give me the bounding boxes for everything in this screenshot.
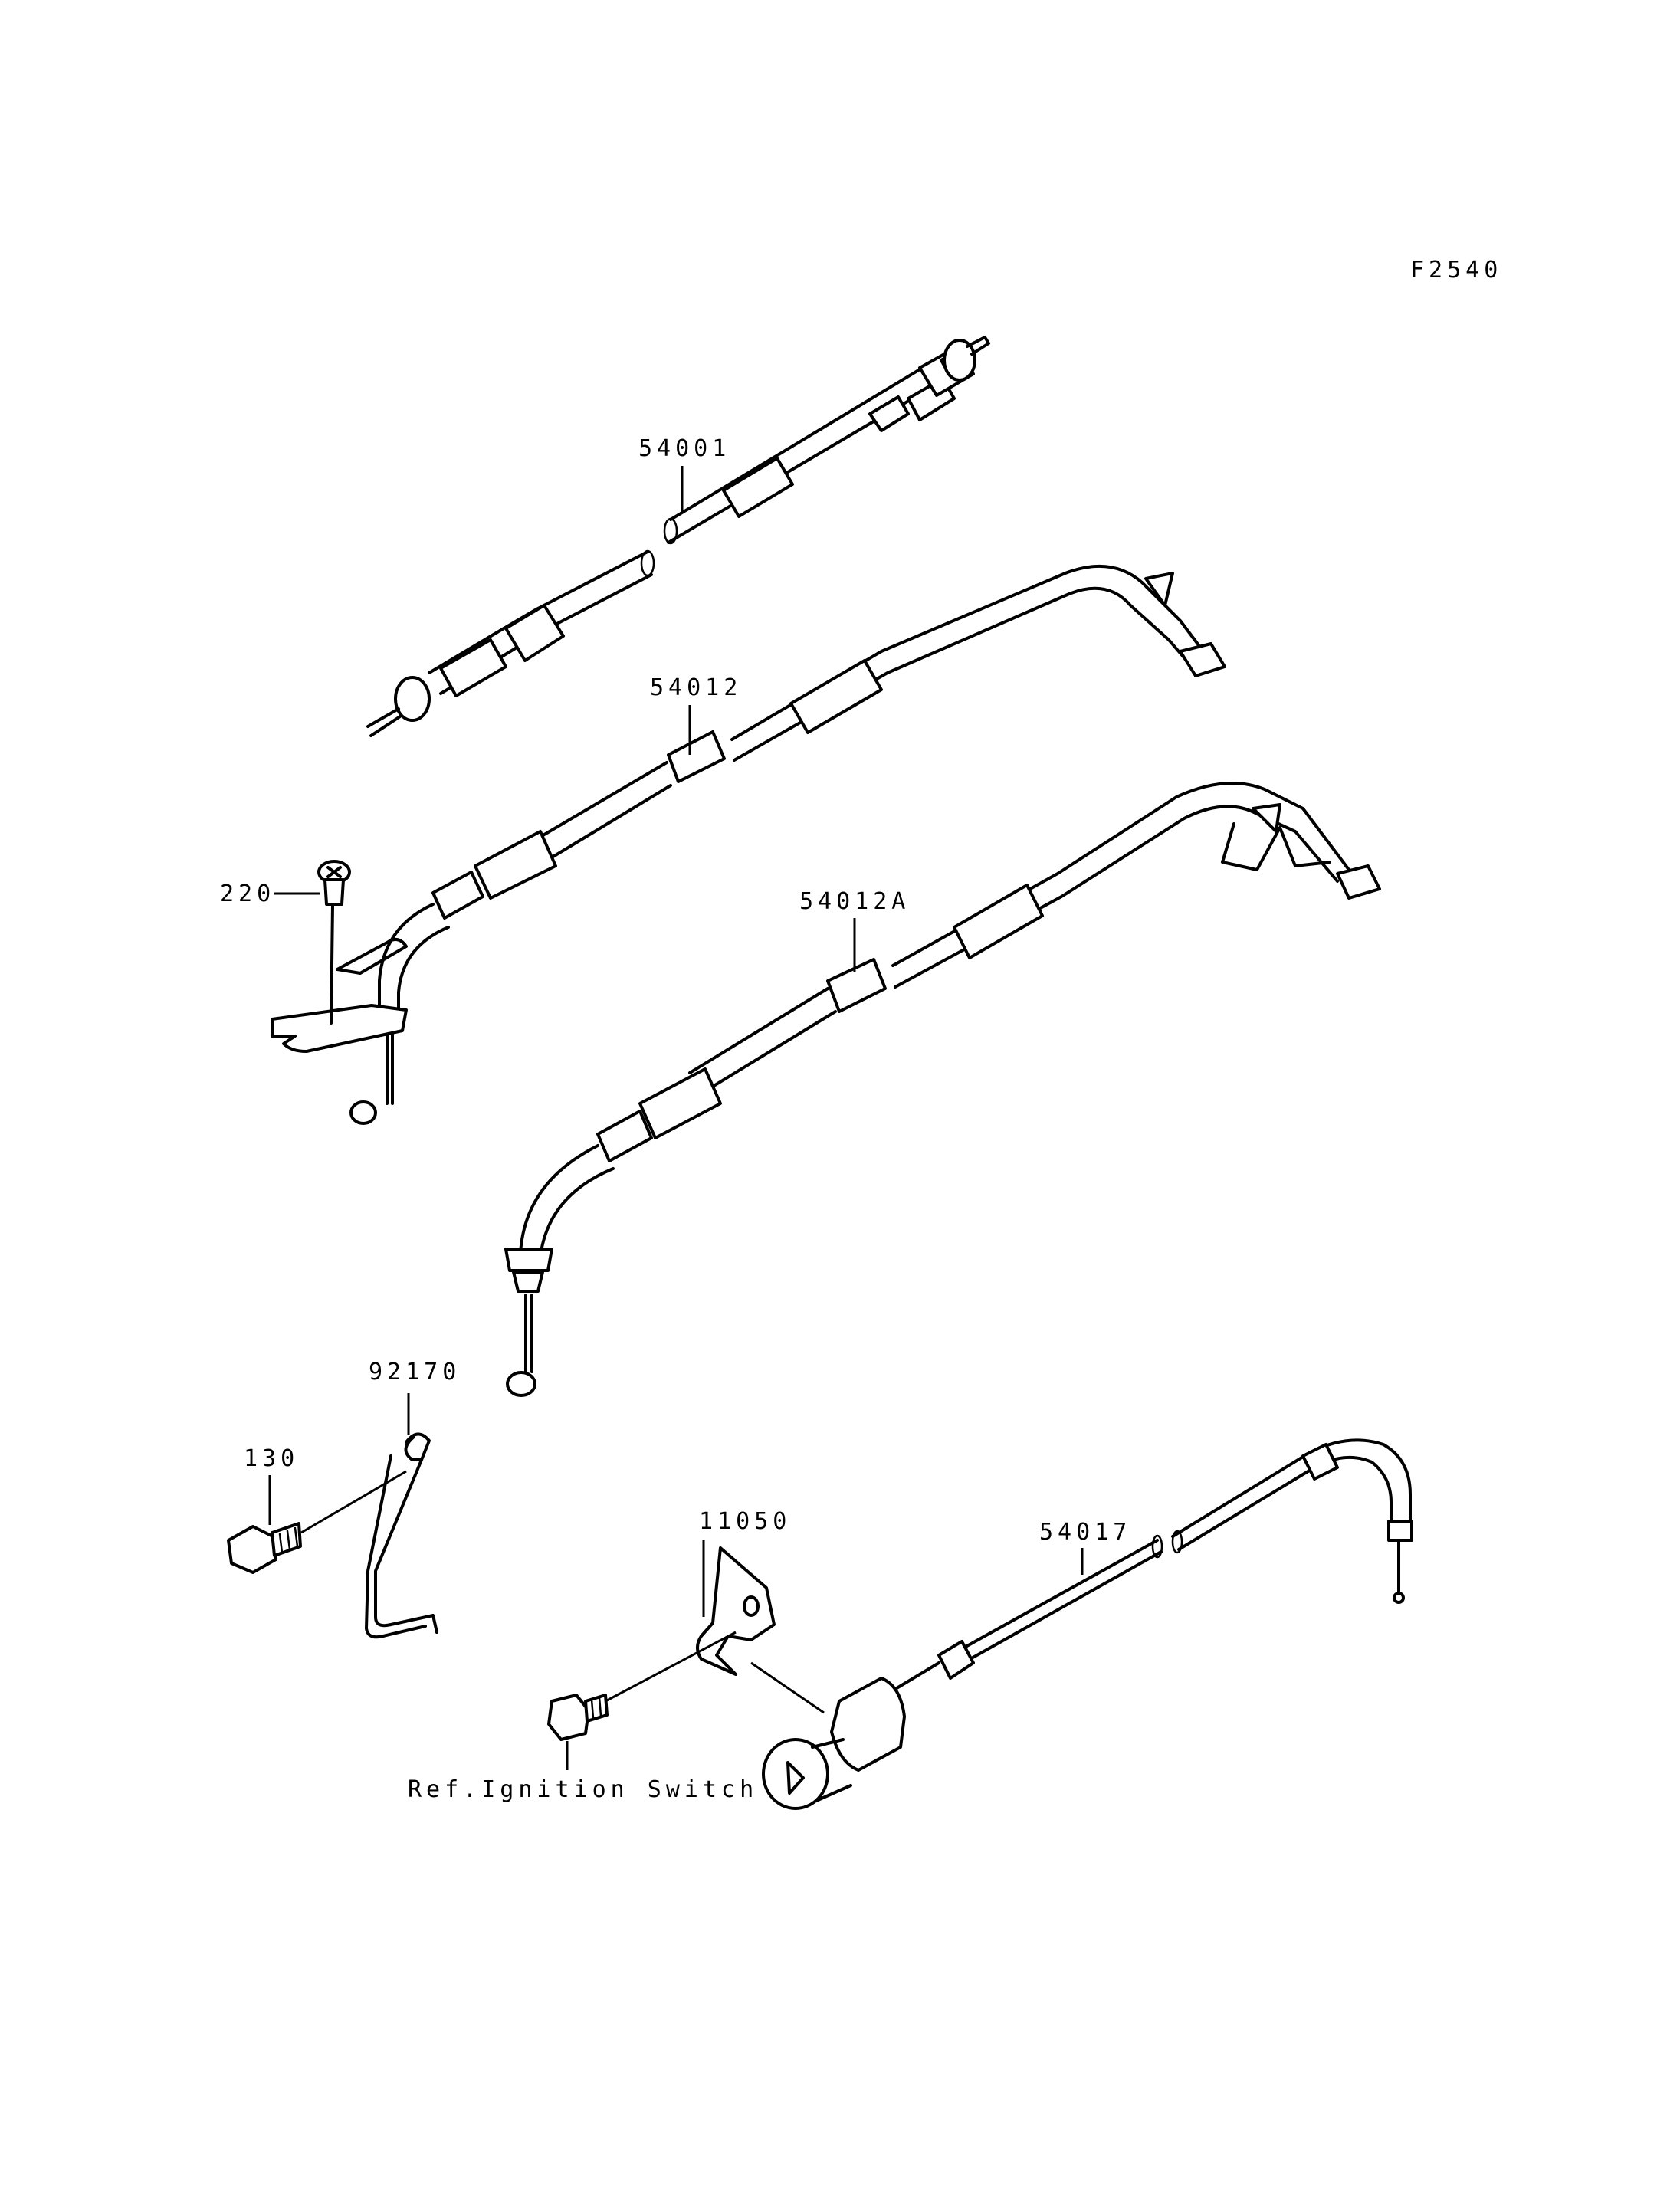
callout-130: 130 — [244, 1445, 299, 1472]
callout-11050: 11050 — [699, 1508, 791, 1535]
callout-54017: 54017 — [1039, 1519, 1131, 1546]
cable-54001 — [366, 336, 990, 737]
leader-bracket-to-knob — [750, 1661, 825, 1714]
cable-54017 — [762, 1438, 1413, 1810]
cable-54012 — [271, 564, 1226, 1125]
callout-54001: 54001 — [638, 435, 730, 462]
bolt-130 — [227, 1470, 407, 1574]
cable-54012a — [504, 782, 1381, 1397]
callout-92170: 92170 — [369, 1359, 461, 1385]
figure-code: F2540 — [1410, 257, 1502, 284]
leader-bracket-to-bolt — [605, 1631, 737, 1703]
screw-220 — [274, 860, 351, 1025]
callout-54012a: 54012A — [799, 888, 910, 915]
callout-54012: 54012 — [650, 674, 742, 701]
callout-220: 220 — [220, 880, 275, 907]
reference-note: Ref.Ignition Switch — [408, 1776, 758, 1803]
bracket-92170 — [365, 1393, 438, 1639]
bracket-11050 — [696, 1540, 776, 1676]
ignition-switch-bolt — [547, 1694, 609, 1770]
